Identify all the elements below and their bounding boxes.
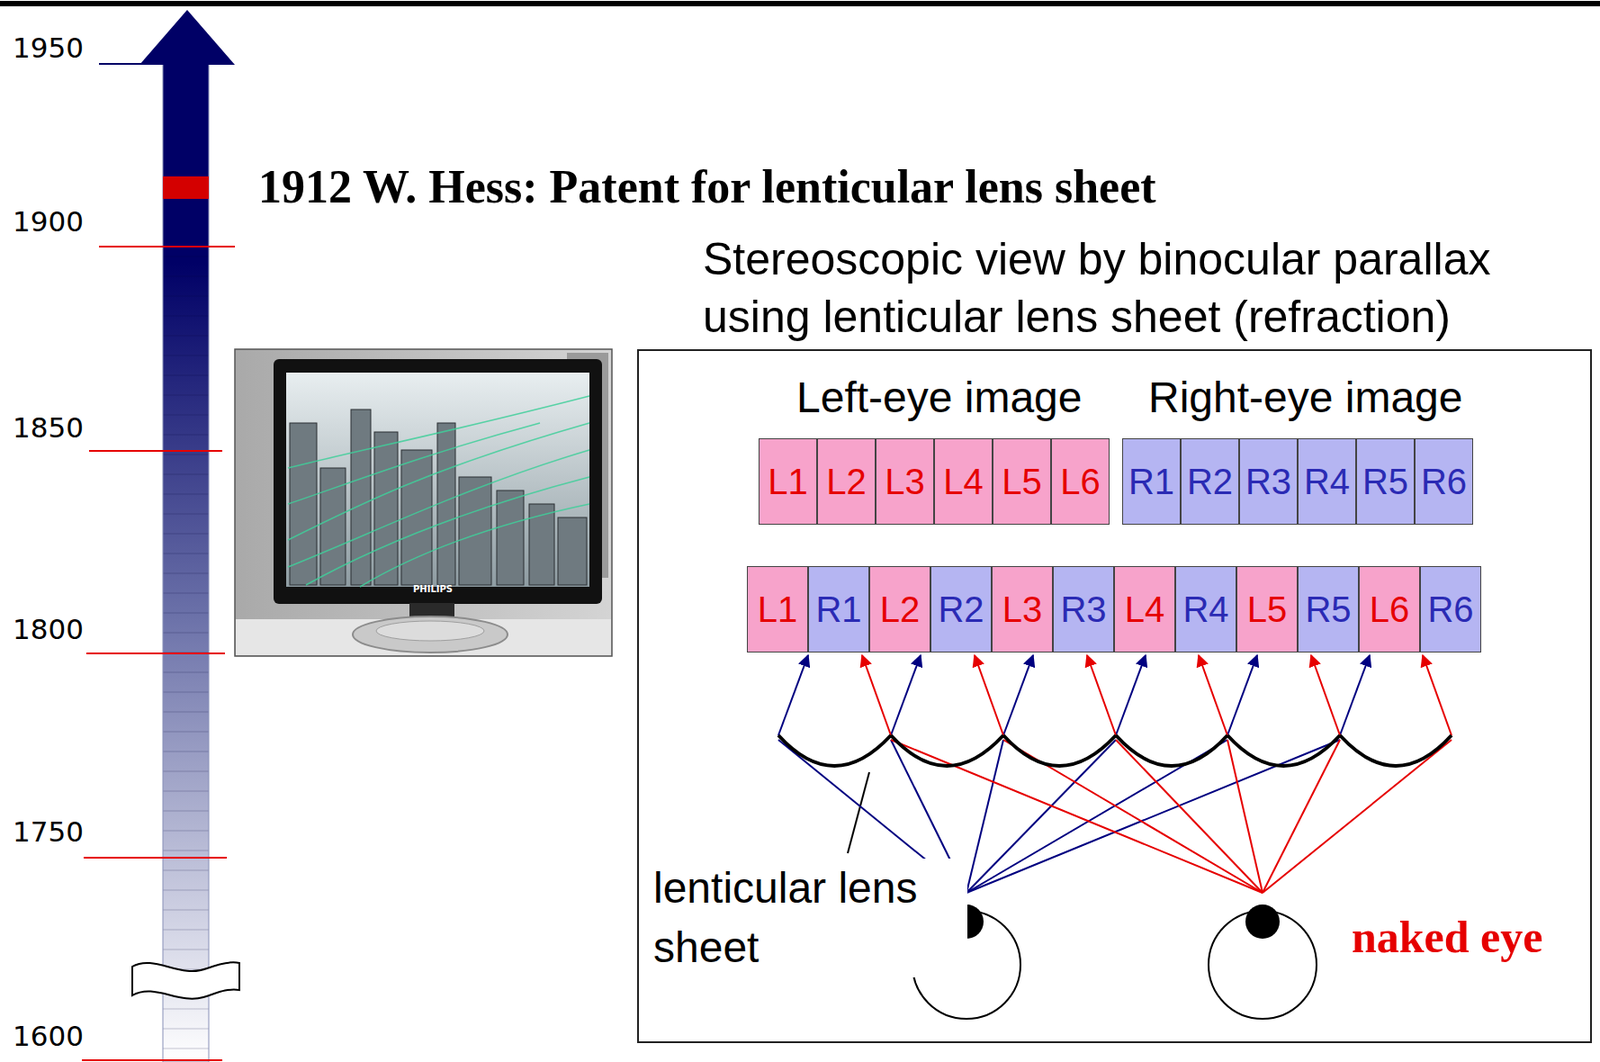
title-text: 1912 W. Hess: Patent for lenticular lens… [258,160,1157,215]
image-strip-cell: R6 [1420,566,1482,653]
cell-label: L6 [1369,589,1411,630]
cell-label: R4 [1303,461,1350,502]
brand-mark: PHILIPS [413,584,453,595]
cell-label: R3 [1060,589,1106,630]
image-strip-cell: L5 [992,438,1052,525]
image-strip-cell: L2 [869,566,931,653]
image-strip-cell: R4 [1175,566,1237,653]
cell-label: L5 [1247,589,1288,630]
image-strip-cell: R2 [1180,438,1240,525]
cell-label: L2 [880,589,921,630]
cell-label: L1 [767,461,809,502]
image-strip-cell: L4 [1114,566,1176,653]
image-strip-cell: L3 [875,438,935,525]
cell-label: R1 [815,589,862,630]
year-label: 1900 [12,203,84,240]
cell-label: R2 [1186,461,1233,502]
image-strip-cell: L1 [758,438,818,525]
cell-label: L3 [1002,589,1043,630]
frame-heading: Stereoscopic view by binocular parallax … [702,230,1513,346]
cell-label: L4 [1124,589,1166,630]
image-strip-cell: L3 [991,566,1053,653]
cell-label: R1 [1128,461,1175,502]
image-strip-cell: R1 [1122,438,1181,525]
cell-label: R6 [1427,589,1474,630]
image-strip-cell: R2 [930,566,992,653]
cell-label: L4 [943,461,984,502]
image-strip-cell: L6 [1051,438,1110,525]
year-label: 1950 [12,29,84,66]
image-strip-cell: R5 [1356,438,1415,525]
image-strip-cell: R1 [808,566,870,653]
image-heading: Right-eye image [1148,372,1464,423]
image-strip-cell: L2 [817,438,876,525]
year-label: 1600 [12,1017,84,1054]
cell-label: L1 [757,589,799,630]
image-strip-cell: L6 [1358,566,1421,653]
cell-label: R6 [1420,461,1467,502]
image-strip-cell: L1 [746,566,809,653]
year-label: 1800 [12,611,84,648]
image-strip-cell: R5 [1297,566,1359,653]
image-strip-cell: R3 [1052,566,1115,653]
part-label: naked eye [1351,910,1544,963]
image-heading: Left-eye image [796,372,1083,423]
image-strip-cell: L5 [1236,566,1298,653]
cell-label: R3 [1245,461,1292,502]
image-strip-cell: L4 [934,438,993,525]
image-strip-cell: R4 [1297,438,1357,525]
cell-label: L5 [1001,461,1043,502]
image-strip-cell: R6 [1414,438,1474,525]
cell-label: R4 [1182,589,1229,630]
image-strip-cell: R3 [1239,438,1298,525]
cell-label: L2 [826,461,867,502]
cell-label: R5 [1362,461,1409,502]
cell-label: L3 [884,461,926,502]
year-label: 1750 [12,813,84,850]
cell-label: R5 [1304,589,1351,630]
year-label: 1850 [12,409,84,446]
cell-label: R2 [937,589,984,630]
cell-label: L6 [1060,461,1101,502]
part-label: lenticular lens sheet [649,858,968,978]
